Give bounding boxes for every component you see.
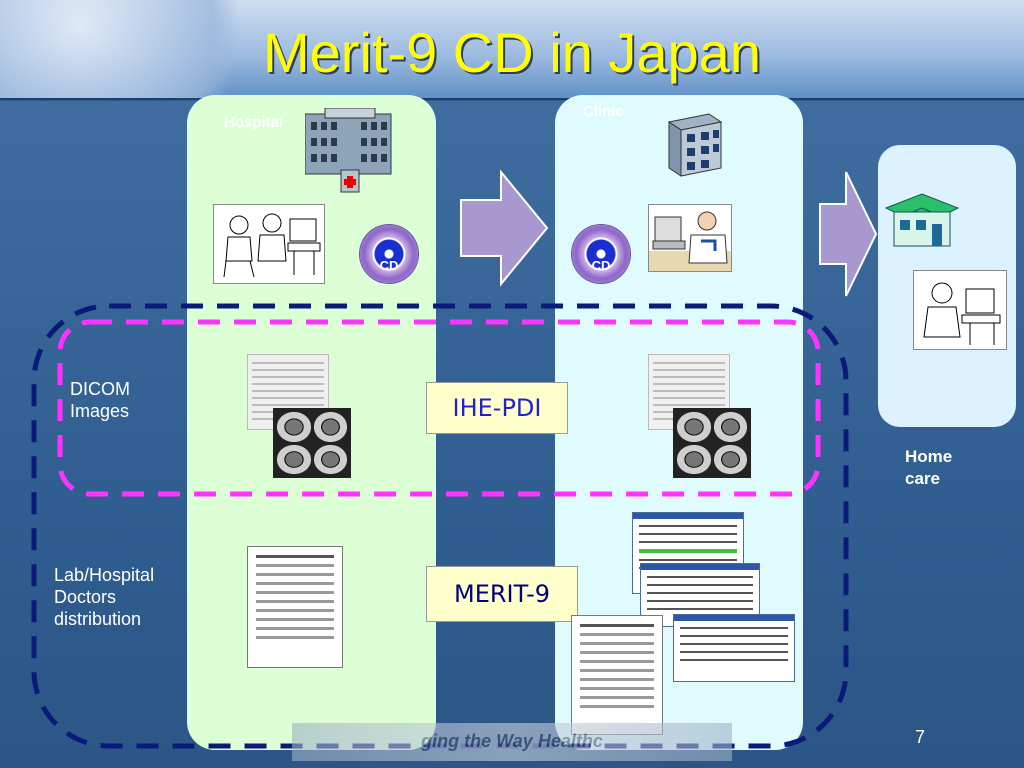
- hospital-building-icon: [305, 108, 392, 193]
- cd-disc-icon: CD: [572, 225, 630, 283]
- ct-scan-images: [273, 408, 351, 478]
- person-at-computer-picture: [913, 270, 1007, 350]
- report-window: [673, 614, 795, 682]
- cd-disc-icon: CD: [360, 225, 418, 283]
- lab-hospital-label: Lab/Hospital Doctors distribution: [54, 565, 155, 629]
- footer-banner: ging the Way Healthc: [292, 723, 732, 761]
- page-number: 7: [915, 727, 926, 747]
- doctor-on-phone-picture: [648, 204, 732, 272]
- lab-report-document: [571, 615, 663, 735]
- header-divider: [0, 98, 1024, 100]
- merit9-label: MERIT-9: [426, 566, 578, 622]
- slide-header: Merit-9 CD in Japan: [0, 0, 1024, 100]
- doctor-patient-picture: [213, 204, 325, 284]
- house-icon: [884, 193, 960, 247]
- clinic-building-icon: [667, 113, 723, 177]
- clinic-label: Clinic: [583, 103, 624, 120]
- dicom-images-label: DICOM Images: [70, 379, 130, 421]
- slide-title: Merit-9 CD in Japan: [263, 21, 761, 84]
- cd-label: CD: [591, 258, 611, 273]
- footer-text: ging the Way Healthc: [421, 731, 603, 751]
- hospital-label: Hospital: [224, 114, 284, 131]
- globe-graphic: [0, 0, 260, 100]
- cd-label: CD: [379, 258, 399, 273]
- lab-report-document: [247, 546, 343, 668]
- dicom-dashed-outline: [57, 319, 821, 497]
- home-care-label: Home care: [905, 447, 953, 488]
- ihe-pdi-label: IHE-PDI: [426, 382, 568, 434]
- arrow-clinic-to-home: [819, 171, 878, 297]
- arrow-hospital-to-clinic: [460, 170, 549, 287]
- ct-scan-images: [673, 408, 751, 478]
